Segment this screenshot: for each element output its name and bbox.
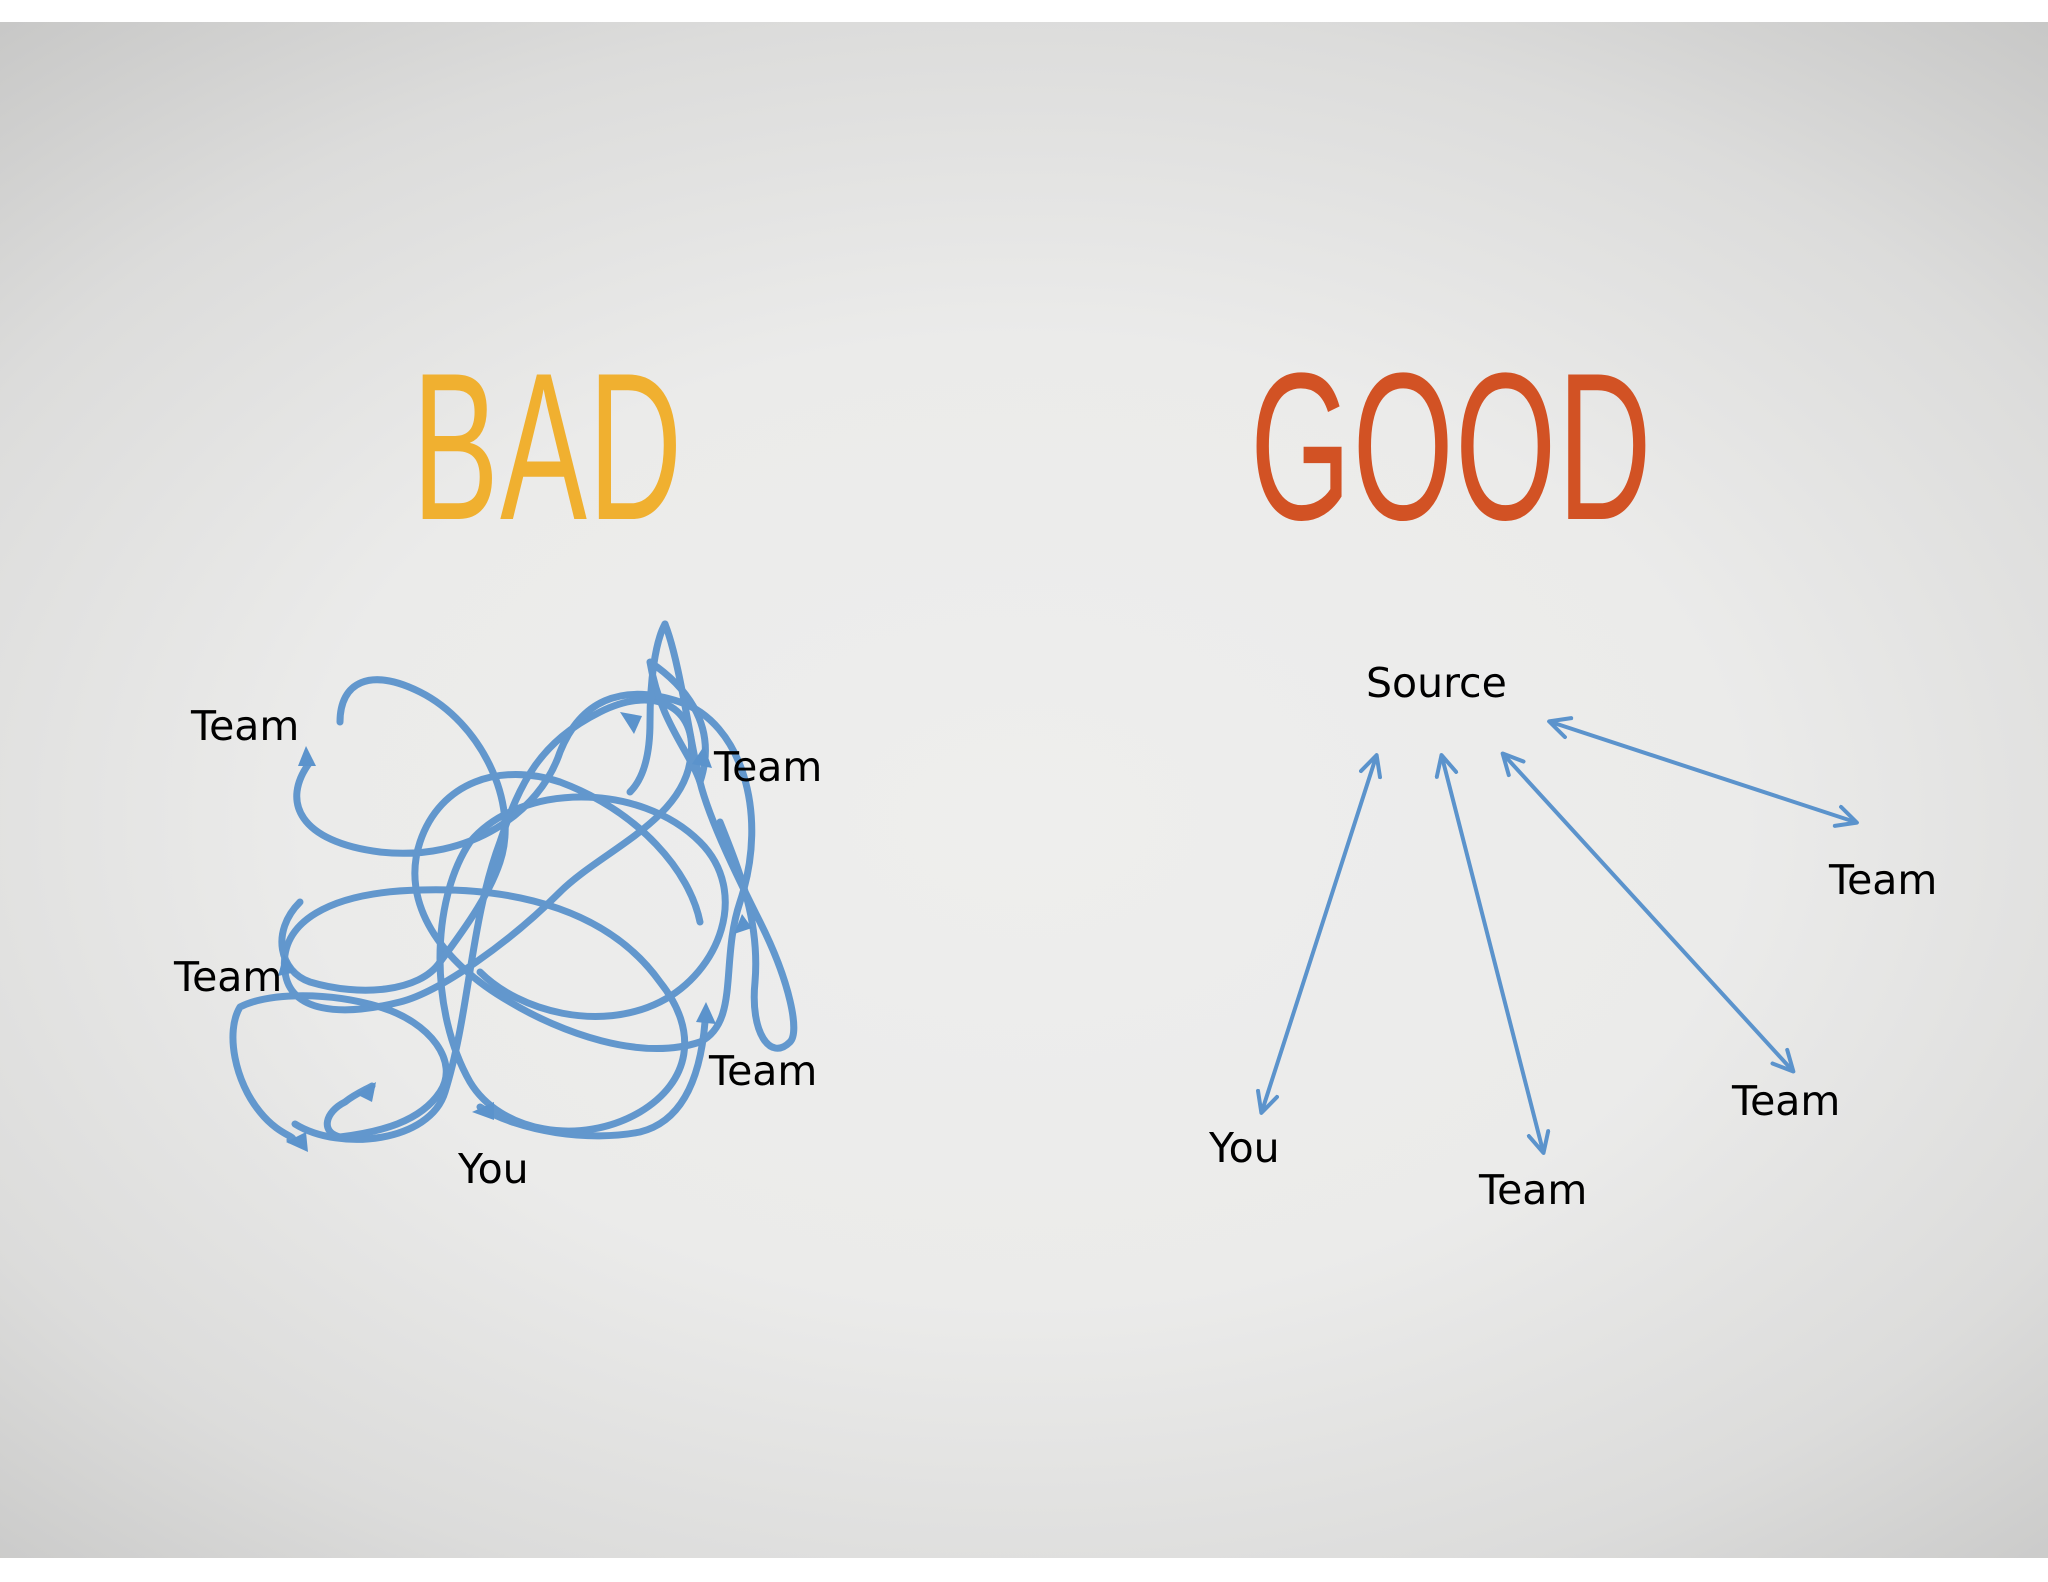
good-team-right-label: Team (1732, 1077, 1841, 1125)
tangle-arrowhead (620, 712, 642, 734)
good-heading: GOOD (1250, 329, 1653, 564)
tangle-path (626, 620, 669, 796)
tangle-path (280, 696, 729, 1143)
arrow-source-team-right (1500, 751, 1796, 1074)
bad-you-label: You (458, 1145, 529, 1193)
tangle-path (229, 992, 450, 1144)
slide: BAD GOOD (0, 22, 2048, 1558)
bad-team-bottom-right-label: Team (709, 1047, 818, 1095)
diagram-canvas (229, 620, 1859, 1155)
good-arrows (1255, 716, 1859, 1155)
tangle-path (661, 620, 704, 786)
tangle-arrowhead (692, 746, 712, 768)
bad-team-mid-left-label: Team (174, 953, 283, 1001)
tangle-arrowhead (734, 914, 752, 934)
bad-heading: BAD (412, 329, 684, 564)
bottom-margin (0, 1558, 2048, 1582)
tangle-arrowhead (696, 1002, 716, 1024)
good-you-label: You (1209, 1124, 1280, 1172)
good-team-far-right-label: Team (1829, 856, 1938, 904)
tangle-arrowhead (472, 1102, 494, 1120)
tangle-arrowhead (278, 954, 296, 976)
good-source-label: Source (1366, 659, 1507, 707)
arrow-source-you (1255, 753, 1383, 1115)
bad-team-top-left-label: Team (191, 702, 300, 750)
good-team-bottom-label: Team (1479, 1166, 1588, 1214)
tangle-arrowheads (278, 712, 752, 1152)
bad-team-top-right-label: Team (714, 743, 823, 791)
tangle-arrowhead (356, 1082, 376, 1102)
tangle-path (476, 1018, 709, 1140)
tangle-arrowhead (286, 1132, 308, 1152)
tangle-path (278, 676, 509, 994)
tangle-path (646, 658, 798, 1052)
tangle-arrowhead (298, 746, 316, 766)
bad-tangle (229, 620, 798, 1144)
arrow-source-team-far-right (1547, 716, 1859, 828)
tangle-path (293, 690, 756, 1052)
arrow-source-team-bottom (1434, 753, 1551, 1155)
